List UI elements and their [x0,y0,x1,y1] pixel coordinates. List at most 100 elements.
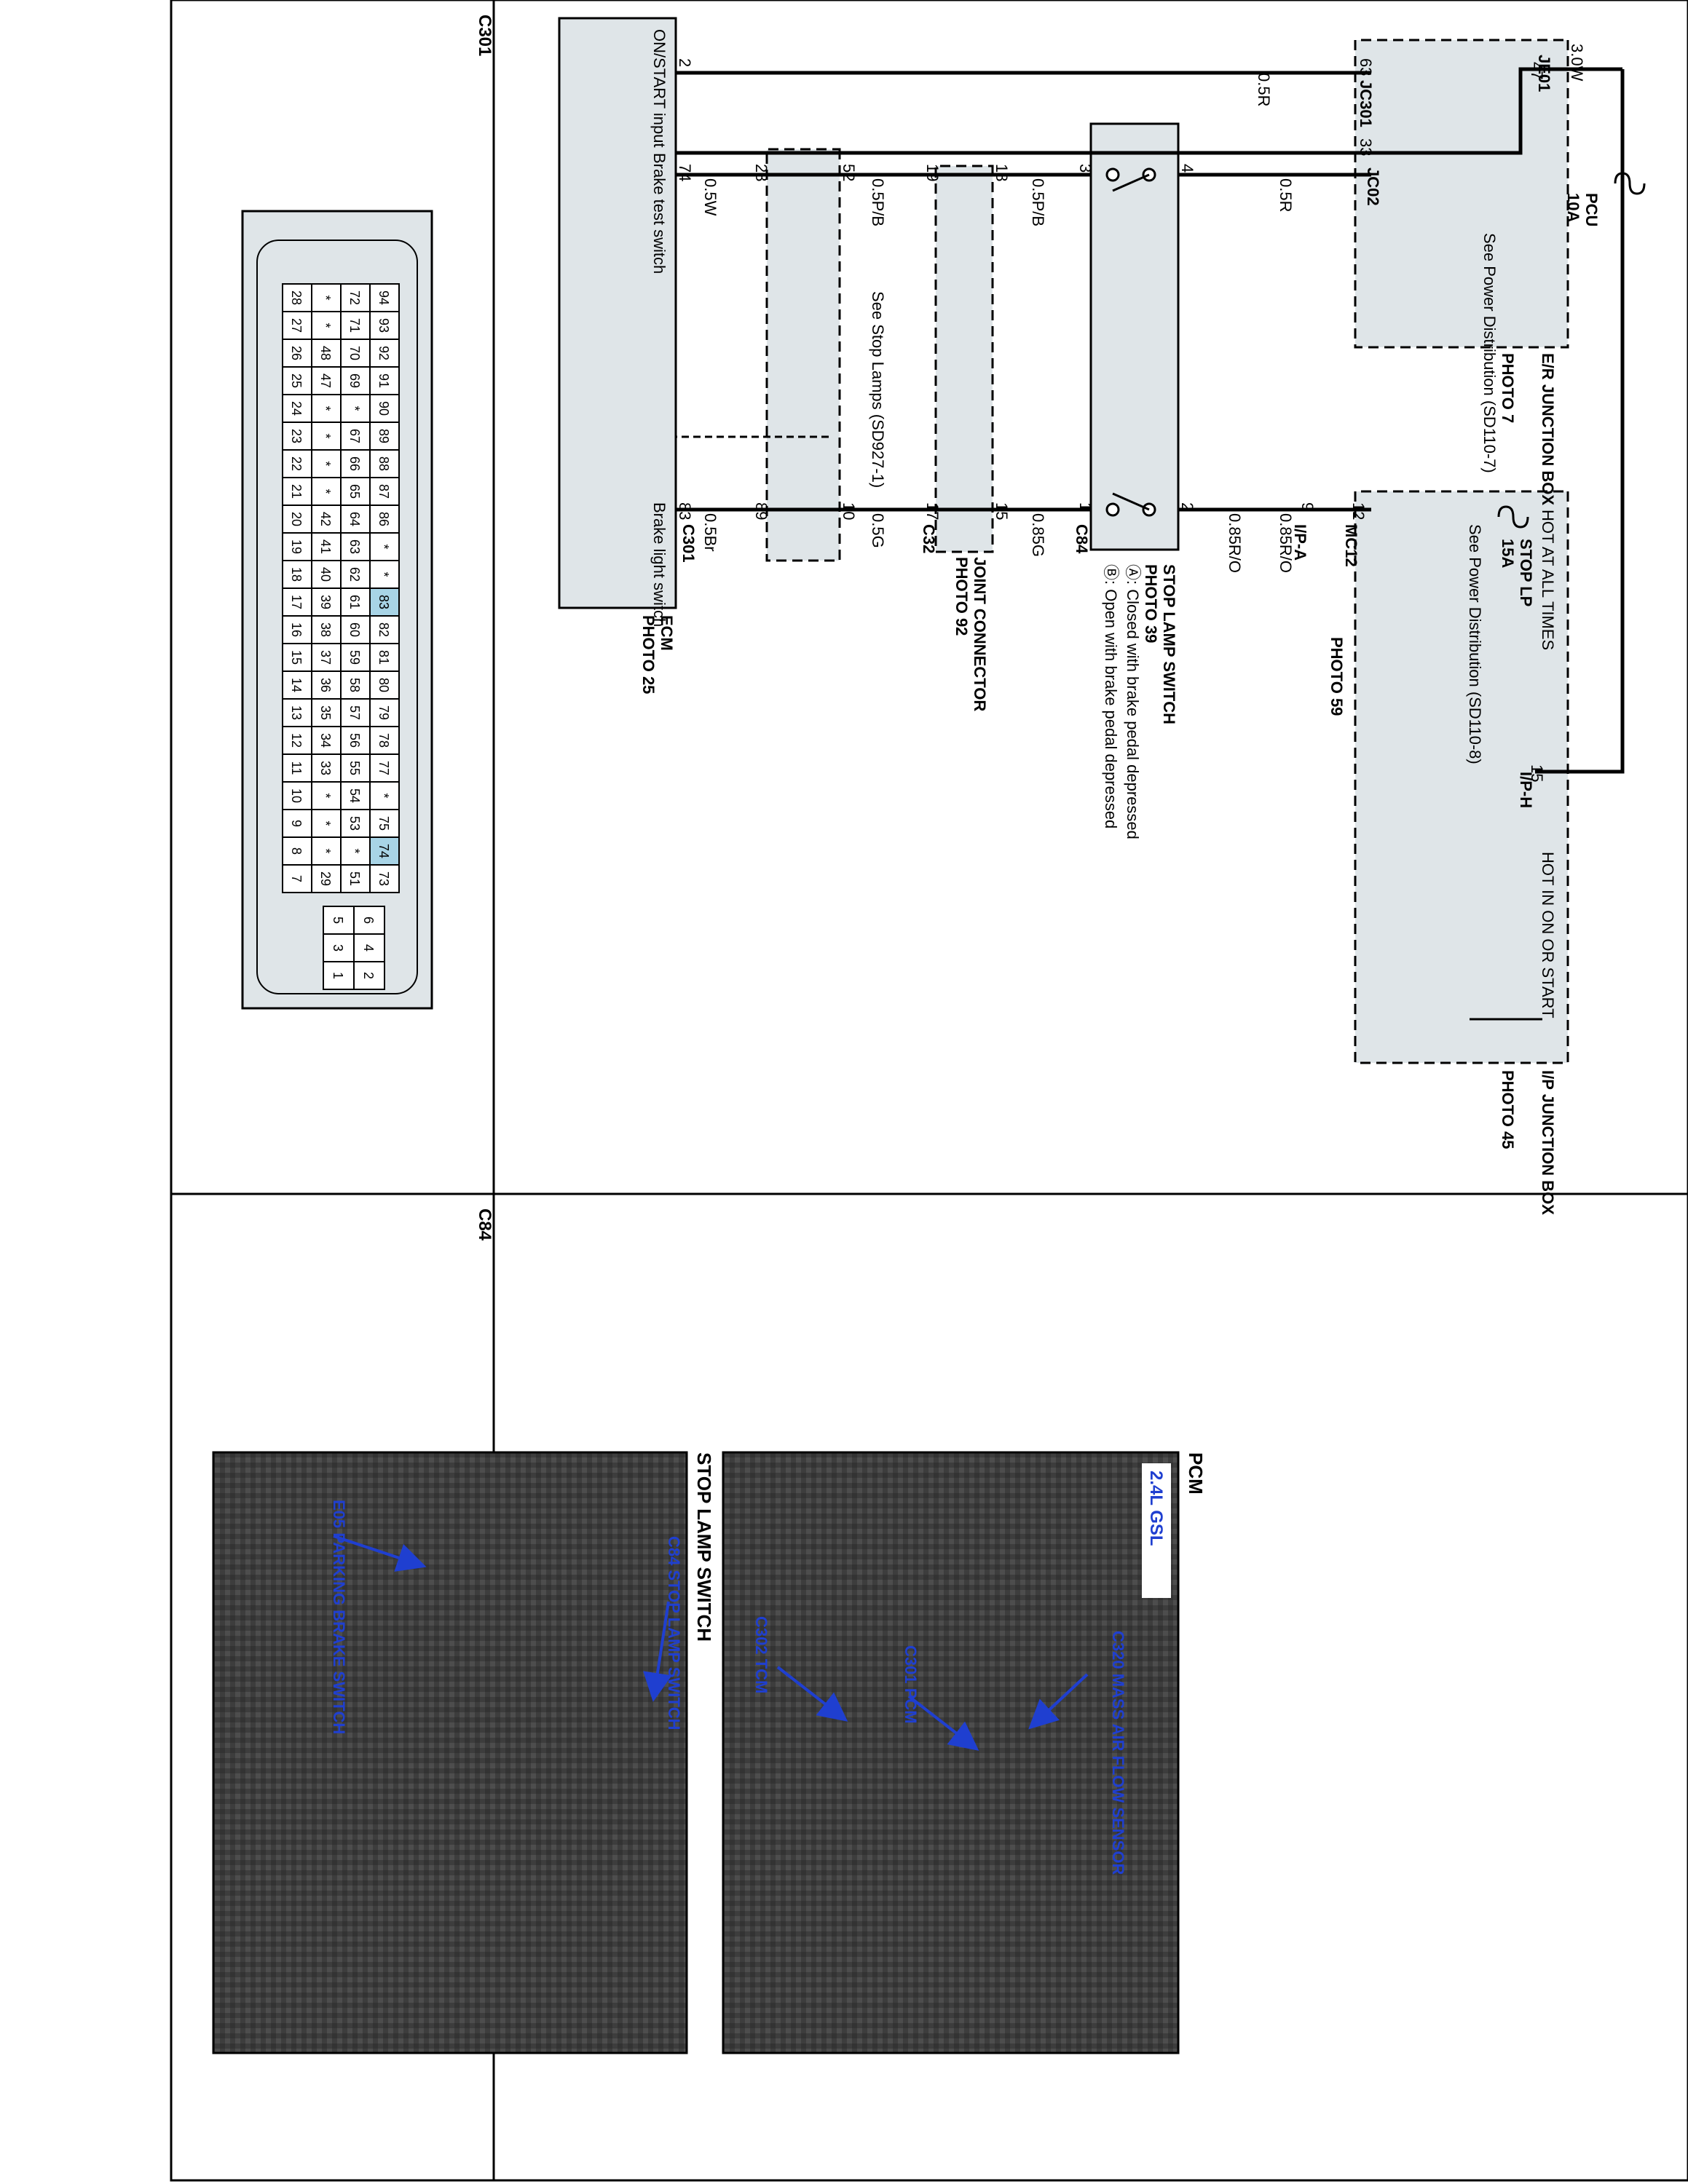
c301-pin: 35 [311,698,342,727]
c301-pin: 7 [282,864,312,893]
c301-pin: * [311,311,342,340]
c301-pin: * [369,532,400,561]
c301-pin: 25 [282,366,312,395]
pin-label: 48 [318,346,333,360]
stop-lamp-switch-title: STOP LAMP SWITCH [1160,564,1178,724]
pin-label: 82 [376,622,391,637]
pin-label: * [318,793,333,798]
pin-label: 1 [331,972,345,979]
wire-0-5w: 0.5W [701,178,719,216]
pin-label: 66 [347,456,362,471]
pin-jc02-10: 10 [840,502,858,520]
c301-pin: 23 [282,422,312,451]
ecm-brake-test-switch: Brake test switch [650,153,669,274]
pin-jc02-33: 33 [1357,138,1375,156]
wire-0-5pb-b: 0.5P/B [869,178,887,226]
c301-pin: 67 [340,422,371,451]
c301-pin: 79 [369,698,400,727]
stop-lamp-switch-photo [212,1451,688,2054]
pin-label: 93 [376,318,391,333]
pin-label: 91 [376,373,391,388]
c301-pin: 38 [311,615,342,644]
schematic: JE01 JC02 JC301 C301 C32 C84 MC12 I/P-A … [558,17,1646,1215]
pin-label: 73 [376,871,391,886]
stop-c84-arrow [643,1601,672,1702]
pin-label: 11 [289,761,304,775]
pin-label: * [347,405,362,411]
pin-label: 67 [347,429,362,443]
stop-e05-arrow [333,1535,427,1572]
c301-pin: 16 [282,615,312,644]
pin-label: * [318,405,333,411]
pin-label: * [318,488,333,494]
pin-label: 74 [376,844,391,858]
c301-pin: 19 [282,532,312,561]
c301-pin: 56 [340,726,371,755]
pcm-photo [722,1451,1180,2054]
pin-label: 60 [347,622,362,637]
pin-label: 20 [289,512,304,526]
pin-c84-3: 3 [1076,164,1095,173]
pin-label: 58 [347,678,362,692]
wire-0-5pb-a: 0.5P/B [1029,178,1047,226]
pin-label: 71 [347,318,362,333]
c301-pin: 2 [353,961,385,990]
pin-c32-17: 17 [923,502,942,520]
c301-pin: 9 [282,809,312,838]
stop-lamp-switch-box [1089,122,1180,551]
pin-label: 89 [376,429,391,443]
c301-pin: * [311,394,342,423]
pin-jc02-52: 52 [840,164,858,181]
pin-label: 92 [376,346,391,360]
c301-pin: 90 [369,394,400,423]
stop-e05-label: E05 PARKING BRAKE SWITCH [330,1500,348,1734]
c301-pin: 41 [311,532,342,561]
pin-label: 54 [347,788,362,803]
pin-label: 14 [289,678,304,692]
c301-pin: 40 [311,560,342,589]
pin-label: 63 [347,539,362,554]
c301-pin: * [311,477,342,506]
pin-label: 35 [318,705,333,720]
jc301-label: JC301 [1357,80,1375,127]
pin-label: * [347,848,362,853]
pin-label: * [318,848,333,853]
c301-pin: 86 [369,505,400,534]
pin-label: 64 [347,512,362,526]
c301-pin: 87 [369,477,400,506]
pin-label: 86 [376,512,391,526]
pin-label: 78 [376,733,391,748]
pin-label: 38 [318,622,333,637]
pin-label: * [376,544,391,549]
c301-pin: 66 [340,449,371,478]
ecm-photo: PHOTO 25 [639,615,658,694]
pcu-fuse-amp: 10A [1564,193,1582,222]
pin-label: 16 [289,622,304,637]
pcm-c301-label: C301 PCM [902,1645,920,1724]
c301-pin: 47 [311,366,342,395]
stop-lamp-switch-contacts [1105,167,1156,517]
pin-label: 59 [347,650,362,665]
pin-label: 56 [347,733,362,748]
c301-pin: 4 [353,933,385,962]
pcm-c320-arrow [1028,1673,1089,1730]
c301-pin: 53 [340,809,371,838]
c301-pin: 92 [369,339,400,368]
c301-pin: 18 [282,560,312,589]
c301-pin: 58 [340,670,371,700]
c301-pin: 93 [369,311,400,340]
c32-label: C32 [920,524,938,553]
pcm-c320-label: C320 MASS AIR FLOW SENSOR [1109,1631,1127,1875]
pin-label: 77 [376,761,391,775]
pin-label: 12 [289,733,304,748]
c301-pin: 48 [311,339,342,368]
pin-label: 72 [347,290,362,305]
c301-pin: 57 [340,698,371,727]
pin-label: 81 [376,650,391,665]
c301-pin: 29 [311,864,342,893]
pin-label: 55 [347,761,362,775]
wire-0-85g: 0.85G [1029,513,1047,557]
c301-pin: 14 [282,670,312,700]
mc12-photo: PHOTO 59 [1328,637,1346,716]
c301-pin: 42 [311,505,342,534]
